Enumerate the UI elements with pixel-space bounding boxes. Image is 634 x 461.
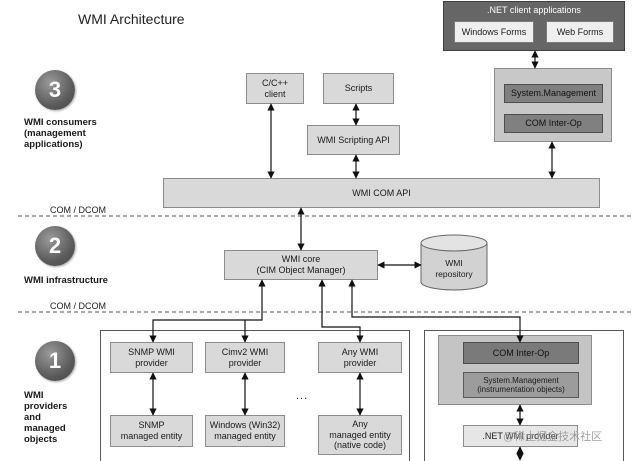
web-forms-box: Web Forms bbox=[546, 21, 614, 43]
box-label: Any WMI bbox=[341, 346, 379, 357]
any-wmi-provider-box: Any WMI provider bbox=[318, 342, 402, 373]
windows-managed-entity-box: Windows (Win32) managed entity bbox=[205, 415, 285, 447]
level-3-badge: 3 bbox=[35, 70, 75, 110]
box-label: WMI core bbox=[281, 254, 321, 265]
more-providers-ellipsis: ... bbox=[296, 390, 309, 402]
snmp-wmi-provider-box: SNMP WMI provider bbox=[110, 342, 193, 373]
wmi-core-box: WMI core (CIM Object Manager) bbox=[224, 250, 378, 280]
box-label: COM Inter-Op bbox=[525, 118, 582, 129]
level-infrastructure-label: WMI infrastructure bbox=[24, 275, 108, 286]
box-label: Windows Forms bbox=[461, 26, 527, 37]
box-label: provider bbox=[228, 357, 262, 368]
box-label: .NET WMI provider bbox=[482, 430, 559, 441]
box-label: client bbox=[264, 88, 286, 99]
box-label: (instrumentation objects) bbox=[477, 385, 565, 394]
level-providers-label: WMI providers and managed objects bbox=[24, 390, 67, 445]
label-line: providers bbox=[24, 401, 68, 412]
box-label: Windows (Win32) bbox=[209, 420, 281, 431]
instrumentation-system-management-box: System.Management (instrumentation objec… bbox=[463, 372, 579, 398]
box-label: C/C++ bbox=[261, 77, 288, 88]
wmi-repository-cylinder bbox=[420, 234, 488, 291]
cpp-client-box: C/C++ client bbox=[246, 73, 304, 104]
cimv2-wmi-provider-box: Cimv2 WMI provider bbox=[205, 342, 285, 373]
box-label: WMI bbox=[445, 258, 463, 268]
system-management-box: System.Management bbox=[504, 84, 603, 103]
level-consumers-label: WMI consumers (management applications) bbox=[24, 117, 97, 150]
label-line: managed bbox=[24, 423, 66, 434]
windows-forms-box: Windows Forms bbox=[454, 21, 534, 43]
diagram-title: WMI Architecture bbox=[78, 11, 185, 27]
com-interop-box: COM Inter-Op bbox=[504, 114, 603, 133]
box-label: System.Management bbox=[510, 88, 597, 99]
box-label: managed entity bbox=[120, 431, 183, 441]
com-dcom-label-lower: COM / DCOM bbox=[50, 301, 106, 311]
watermark: @稀土掘金技术社区 bbox=[503, 431, 603, 443]
box-label: (CIM Object Manager) bbox=[256, 265, 346, 275]
box-label: WMI COM API bbox=[352, 187, 411, 198]
box-label: provider bbox=[135, 357, 168, 368]
label-line: (management bbox=[24, 128, 86, 139]
level-1-badge: 1 bbox=[35, 341, 75, 381]
snmp-managed-entity-box: SNMP managed entity bbox=[110, 415, 193, 447]
label-line: WMI infrastructure bbox=[24, 275, 108, 286]
com-dcom-label-upper: COM / DCOM bbox=[50, 205, 106, 215]
box-label: repository bbox=[435, 268, 473, 279]
wmi-com-api-box: WMI COM API bbox=[163, 178, 600, 208]
box-label: (native code) bbox=[333, 440, 387, 451]
label-line: and bbox=[24, 412, 41, 423]
provider-com-interop-box: COM Inter-Op bbox=[463, 342, 579, 364]
label-line: WMI consumers bbox=[24, 117, 97, 128]
box-label: managed entity bbox=[214, 431, 276, 441]
dotnet-providers-region bbox=[424, 330, 624, 461]
any-managed-entity-box: Any managed entity (native code) bbox=[318, 415, 402, 455]
box-label: WMI Scripting API bbox=[317, 134, 390, 145]
label-line: applications) bbox=[24, 139, 83, 150]
box-label: Web Forms bbox=[556, 26, 604, 37]
box-label: provider bbox=[343, 357, 377, 368]
net-client-applications-title: .NET client applications bbox=[487, 5, 581, 15]
box-label: SNMP bbox=[138, 420, 165, 431]
box-label: SNMP WMI bbox=[128, 346, 175, 357]
wmi-scripting-api-box: WMI Scripting API bbox=[307, 125, 400, 155]
box-label: Cimv2 WMI bbox=[221, 346, 269, 357]
label-line: objects bbox=[24, 434, 58, 445]
box-label: managed entity bbox=[329, 429, 391, 440]
box-label: Scripts bbox=[344, 83, 373, 94]
label-line: WMI bbox=[24, 390, 44, 401]
dotnet-provider-stack: COM Inter-Op System.Management (instrume… bbox=[438, 335, 592, 405]
level-2-badge: 2 bbox=[35, 226, 75, 266]
box-label: Any bbox=[352, 418, 368, 429]
net-client-applications-group: .NET client applications Windows Forms W… bbox=[443, 1, 625, 51]
cylinder-top bbox=[420, 234, 488, 252]
managed-consumer-stack: System.Management COM Inter-Op bbox=[494, 68, 612, 142]
wmi-repository-label: WMI repository bbox=[420, 258, 488, 279]
scripts-box: Scripts bbox=[323, 73, 394, 104]
box-label: COM Inter-Op bbox=[492, 347, 550, 358]
box-label: System.Management bbox=[483, 375, 559, 385]
